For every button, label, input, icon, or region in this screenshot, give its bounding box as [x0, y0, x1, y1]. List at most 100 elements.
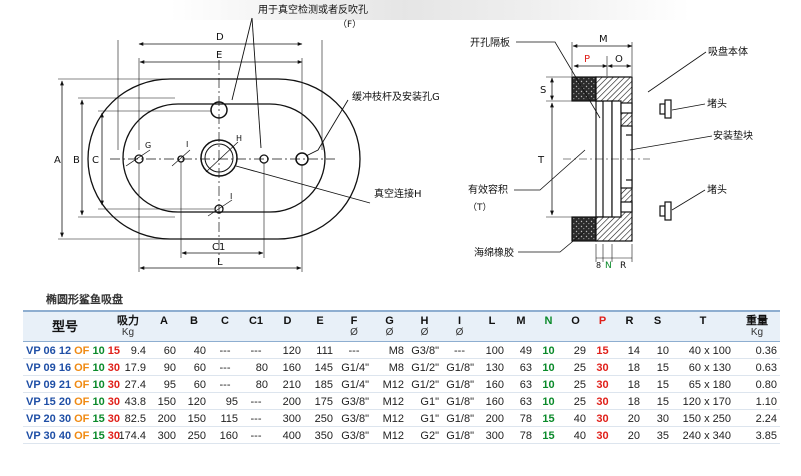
- model-code-part: 30: [107, 395, 121, 408]
- sponge-rubber-top: [571, 76, 597, 102]
- table-cell: 80: [241, 358, 271, 376]
- table-cell: 60 x 130: [672, 358, 734, 376]
- table-cell: G3/8": [336, 426, 372, 444]
- table-cell: 25: [562, 392, 589, 410]
- table-cell: 82.5: [107, 409, 149, 427]
- column-header: L: [477, 311, 507, 342]
- model-cell: VP 09 16 OF 10 30: [23, 358, 120, 376]
- bottom-hole: [214, 204, 224, 214]
- model-code-part: 30: [107, 361, 121, 374]
- dim-label-g: G: [145, 141, 151, 150]
- dim-label-l: L: [217, 257, 223, 268]
- front-view: [58, 17, 371, 272]
- dim-label-e: E: [216, 50, 222, 61]
- table-cell: 200: [271, 392, 304, 410]
- table-cell: 130: [477, 358, 507, 376]
- table-cell: 30: [589, 358, 616, 376]
- table-cell: 25: [562, 358, 589, 376]
- model-code-part: 10: [92, 361, 108, 374]
- column-header-label: E: [316, 315, 324, 327]
- table-cell: G3/8": [336, 392, 372, 410]
- table-cell: G1/2": [407, 375, 442, 393]
- table-cell: ---: [336, 341, 372, 359]
- table-cell: 80: [241, 375, 271, 393]
- table-cell: 18: [616, 375, 643, 393]
- column-header: M: [507, 311, 535, 342]
- table-cell: 115: [209, 409, 241, 427]
- plug-top-icon: [659, 99, 672, 119]
- column-header-label: O: [571, 315, 580, 327]
- inner-oval: [122, 103, 326, 213]
- column-header-label: H: [420, 315, 429, 327]
- column-header: B: [179, 311, 209, 342]
- column-header-unit: Kg: [750, 327, 764, 338]
- table-cell: 25: [562, 375, 589, 393]
- column-header: D: [271, 311, 304, 342]
- model-cell: VP 30 40 OF 15 30: [23, 426, 120, 444]
- table-cell: 300: [477, 426, 507, 444]
- column-header: C1: [241, 311, 271, 342]
- table-cell: 200: [149, 409, 179, 427]
- table-cell: 210: [271, 375, 304, 393]
- column-header-unit: Ø: [420, 327, 429, 338]
- dim-label-n: N: [605, 261, 612, 271]
- table-cell: ---: [209, 375, 241, 393]
- dim-label-s: S: [540, 85, 546, 96]
- column-header: R: [616, 311, 643, 342]
- table-cell: 60: [149, 341, 179, 359]
- partition-callout: 开孔隔板: [470, 36, 510, 49]
- table-cell: M12: [372, 375, 407, 393]
- column-header-label: L: [488, 315, 496, 327]
- dim-label-m: M: [599, 34, 608, 45]
- section-title: 椭圆形鲨鱼吸盘: [46, 293, 123, 306]
- vacuum-connect-hole: [200, 139, 238, 177]
- model-code-part: VP 20 30: [26, 412, 75, 425]
- table-cell: 300: [149, 426, 179, 444]
- column-header-label: R: [625, 315, 634, 327]
- mount-pad-callout: 安装垫块: [713, 129, 753, 142]
- table-cell: 10: [535, 392, 562, 410]
- table-cell: G1/8": [442, 375, 477, 393]
- outer-oval: [87, 78, 361, 240]
- column-header-unit: Ø: [385, 327, 394, 338]
- dim-label-b: B: [73, 155, 80, 166]
- table-cell: 63: [507, 358, 535, 376]
- table-cell: ---: [241, 392, 271, 410]
- table-cell: ---: [241, 341, 271, 359]
- table-cell: 15: [643, 358, 672, 376]
- table-cell: ---: [209, 358, 241, 376]
- table-cell: G1/8": [442, 409, 477, 427]
- model-code-part: VP 06 12: [26, 344, 75, 357]
- model-code-part: VP 30 40: [26, 429, 75, 442]
- table-cell: 175: [304, 392, 336, 410]
- table-cell: 78: [507, 409, 535, 427]
- table-cell: 30: [589, 392, 616, 410]
- column-header-unit: Ø: [455, 327, 464, 338]
- table-cell: 200: [477, 409, 507, 427]
- column-header-label: B: [190, 315, 198, 327]
- table-cell: ---: [442, 341, 477, 359]
- table-cell: M12: [372, 426, 407, 444]
- dim-label-d: D: [216, 32, 224, 43]
- table-cell: 20: [616, 409, 643, 427]
- plug-top-callout: 堵头: [707, 97, 727, 110]
- table-cell: 400: [271, 426, 304, 444]
- column-header-label: 型号: [51, 319, 78, 334]
- table-cell: 78: [507, 426, 535, 444]
- model-code-part: OF: [74, 344, 93, 357]
- model-cell: VP 06 12 OF 10 15: [23, 341, 120, 359]
- table-cell: G1": [407, 392, 442, 410]
- table-cell: 120 x 170: [672, 392, 734, 410]
- model-code-part: 15: [107, 344, 121, 357]
- model-code-part: 30: [107, 429, 121, 442]
- dim-label-h: H: [236, 134, 242, 143]
- sponge-rubber-bottom: [571, 216, 597, 242]
